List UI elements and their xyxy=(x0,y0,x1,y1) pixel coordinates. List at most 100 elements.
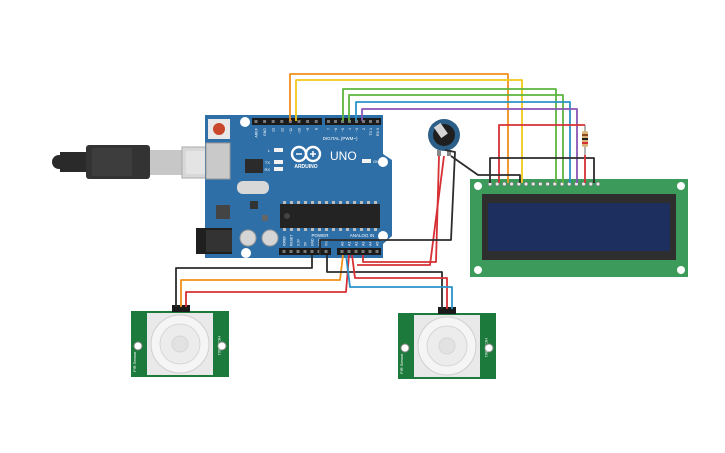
lcd-pin[interactable] xyxy=(495,181,500,187)
wire-black-lcd-gnd[interactable] xyxy=(489,157,595,183)
digital-pin-hole[interactable] xyxy=(334,120,337,123)
chip-leg xyxy=(297,201,300,204)
power-pin-hole[interactable] xyxy=(317,250,321,253)
pir-right-text-a: PIR Sensor xyxy=(399,353,404,374)
wire-purple-d2-to-lcd[interactable] xyxy=(361,108,578,183)
chip-leg xyxy=(283,228,286,231)
arduino-uno-board[interactable]: L TX RX ON ARDUINO UNO DIGITAL (PWM~) AR… xyxy=(196,115,392,258)
digital-pin-hole[interactable] xyxy=(348,120,351,123)
lcd-pin[interactable] xyxy=(509,181,514,187)
wire-green2-d4-to-lcd[interactable] xyxy=(348,94,564,183)
wire-pot-wiper-to-lcd[interactable] xyxy=(450,155,521,183)
wire-black-gnd[interactable] xyxy=(319,149,456,255)
wire-pir-right-signal[interactable] xyxy=(345,254,453,309)
chip-leg xyxy=(353,201,356,204)
power-pin-hole[interactable] xyxy=(324,250,328,253)
digital-pin-label: AREF xyxy=(255,127,259,137)
chip-leg xyxy=(325,201,328,204)
wire-pot-red2[interactable] xyxy=(357,155,445,266)
digital-pin-hole[interactable] xyxy=(362,120,365,123)
analog-pin-label: A4 xyxy=(369,242,373,246)
digital-pin-hole[interactable] xyxy=(355,120,358,123)
chip-leg xyxy=(346,228,349,231)
lcd-pin[interactable] xyxy=(559,181,565,187)
analog-pin-hole[interactable] xyxy=(340,250,344,253)
analog-pin-hole[interactable] xyxy=(361,250,365,253)
lcd-pin[interactable] xyxy=(588,181,593,187)
lcd-pin[interactable] xyxy=(523,181,529,187)
chip-leg xyxy=(304,228,307,231)
power-header[interactable] xyxy=(279,248,381,255)
lcd-pin[interactable] xyxy=(538,181,543,187)
potentiometer[interactable] xyxy=(428,119,460,156)
digital-pin-label: GND xyxy=(263,128,267,136)
digital-pin-hole[interactable] xyxy=(288,120,292,123)
pir-sensor-left[interactable]: PIR Sensor HC-SR501 xyxy=(131,305,229,377)
wire-pir-left-signal[interactable] xyxy=(180,254,344,307)
power-pin-hole[interactable] xyxy=(296,250,300,253)
lcd-pin[interactable] xyxy=(581,181,586,187)
wire-yellow-d11-to-lcd[interactable] xyxy=(295,79,523,183)
chip-leg xyxy=(325,228,328,231)
atmega-chip xyxy=(280,204,380,228)
digital-pin-hole[interactable] xyxy=(327,120,330,123)
analog-pin-label: A5 xyxy=(376,242,380,246)
lcd-pin[interactable] xyxy=(530,181,536,187)
analog-pin-hole[interactable] xyxy=(368,250,372,253)
lcd-pin[interactable] xyxy=(516,181,521,187)
on-led xyxy=(362,159,371,163)
digital-pin-hole[interactable] xyxy=(341,120,344,123)
digital-label: DIGITAL (PWM~) xyxy=(323,136,358,141)
digital-pin-label: ~10 xyxy=(298,128,302,134)
lcd-pin[interactable] xyxy=(502,181,507,187)
wire-pir-left-vcc[interactable] xyxy=(185,254,350,307)
chip-leg xyxy=(318,201,321,204)
power-pin-hole[interactable] xyxy=(303,250,307,253)
analog-pin-hole[interactable] xyxy=(354,250,358,253)
chip-leg xyxy=(290,201,293,204)
reset-button[interactable] xyxy=(208,119,230,139)
digital-pin-hole[interactable] xyxy=(314,120,318,123)
power-pin-label: Vin xyxy=(325,241,329,246)
power-jack[interactable] xyxy=(196,228,232,254)
lcd-pin[interactable] xyxy=(545,181,550,187)
usb-cable[interactable] xyxy=(52,145,231,179)
arduino-logo-text: ARDUINO xyxy=(294,164,317,170)
power-pin-label: IOREF xyxy=(283,236,287,246)
wire-pir-right-gnd[interactable] xyxy=(326,255,443,309)
lcd-pin[interactable] xyxy=(595,181,601,187)
wire-red-lcd-anode[interactable] xyxy=(498,124,585,183)
wire-green-d5-to-lcd[interactable] xyxy=(342,88,557,183)
pir-sensor-right[interactable]: PIR Sensor HC-SR501 xyxy=(398,307,496,379)
pir-left-text-a: PIR Sensor xyxy=(132,351,137,372)
digital-pin-hole[interactable] xyxy=(254,120,258,123)
wire-pir-left-gnd[interactable] xyxy=(175,255,313,307)
power-pin-hole[interactable] xyxy=(289,250,293,253)
digital-pin-hole[interactable] xyxy=(297,120,301,123)
chip-leg xyxy=(283,201,286,204)
chip-leg xyxy=(332,201,335,204)
digital-pin-hole[interactable] xyxy=(271,120,275,123)
analog-pin-hole[interactable] xyxy=(347,250,351,253)
digital-pin-hole[interactable] xyxy=(369,120,372,123)
power-pin-hole[interactable] xyxy=(310,250,314,253)
power-pin-label: 5V xyxy=(304,241,308,246)
resistor[interactable] xyxy=(582,125,588,155)
wire-orange-d12-to-lcd[interactable] xyxy=(289,73,509,183)
digital-pin-hole[interactable] xyxy=(280,120,284,123)
digital-pin-hole[interactable] xyxy=(376,120,379,123)
wire-blue-d3-to-lcd[interactable] xyxy=(355,101,571,183)
digital-pin-hole[interactable] xyxy=(263,120,267,123)
wire-pir-right-vcc[interactable] xyxy=(351,254,448,309)
analog-pin-hole[interactable] xyxy=(375,250,379,253)
digital-pin-label: 12 xyxy=(280,128,284,132)
lcd-16x2-display[interactable] xyxy=(470,179,688,277)
power-pin-hole[interactable] xyxy=(282,250,286,253)
chip-leg xyxy=(360,228,363,231)
digital-header[interactable] xyxy=(252,118,381,125)
digital-pin-label: ~3 xyxy=(355,128,359,132)
digital-pin-hole[interactable] xyxy=(306,120,310,123)
lcd-pin[interactable] xyxy=(552,181,557,187)
